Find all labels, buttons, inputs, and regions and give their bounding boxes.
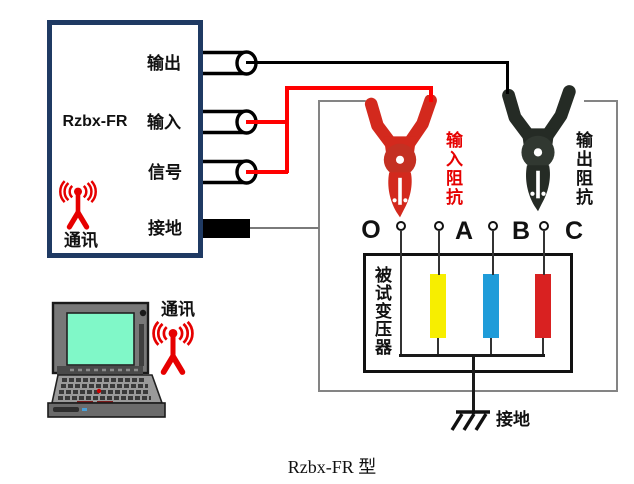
wireless-antenna-icon (59, 180, 97, 230)
winding-c-lead (542, 338, 544, 356)
winding-a (430, 274, 446, 338)
port-label-signal: 信号 (148, 163, 182, 182)
device-comm-label: 通讯 (64, 231, 98, 250)
winding-a-lead (437, 338, 439, 356)
laptop-icon (47, 301, 166, 418)
terminal-letter-o: O (361, 216, 381, 244)
input-wire-stub (246, 120, 260, 124)
port-label-input: 输入 (147, 113, 181, 132)
red-wire-vertical (285, 86, 289, 173)
port-label-output: 输出 (147, 54, 181, 73)
port-label-ground: 接地 (148, 219, 182, 238)
red-wire-horizontal (285, 86, 432, 90)
red-clamp-icon (364, 95, 445, 218)
ground-wire (250, 227, 319, 229)
input-connector-icon (203, 109, 258, 135)
enclosure-edge-mask (440, 92, 498, 108)
earth-drop-wire (472, 354, 475, 414)
stem-a (438, 230, 440, 275)
stem-b (492, 230, 494, 275)
earth-ground-icon (450, 410, 490, 431)
laptop-antenna-icon (152, 320, 194, 375)
input-wire (246, 120, 288, 124)
winding-b-lead (490, 338, 492, 356)
output-wire-stub (246, 61, 260, 64)
device-model-label: Rzbx-FR (62, 113, 128, 130)
laptop-comm-label: 通讯 (161, 300, 195, 319)
winding-b (483, 274, 499, 338)
input-impedance-label: 输入阻抗 (443, 131, 462, 207)
transformer-label: 被试变压器 (372, 266, 391, 356)
output-wire-vertical (506, 61, 509, 94)
black-clamp-icon (495, 85, 584, 212)
stem-o (400, 230, 402, 356)
output-wire-horizontal (246, 61, 509, 64)
earth-ground-label: 接地 (496, 410, 530, 429)
terminal-letter-b: B (511, 217, 531, 245)
stem-c (543, 230, 545, 275)
signal-wire-stub (246, 170, 260, 174)
output-impedance-label: 输出阻抗 (573, 131, 592, 207)
signal-wire (246, 170, 288, 174)
terminal-letter-a: A (454, 217, 474, 245)
terminal-letter-c: C (564, 217, 584, 245)
ground-terminal-block (203, 219, 250, 238)
red-wire-drop (429, 86, 433, 102)
diagram-caption: Rzbx-FR 型 (287, 457, 377, 477)
winding-c (535, 274, 551, 338)
